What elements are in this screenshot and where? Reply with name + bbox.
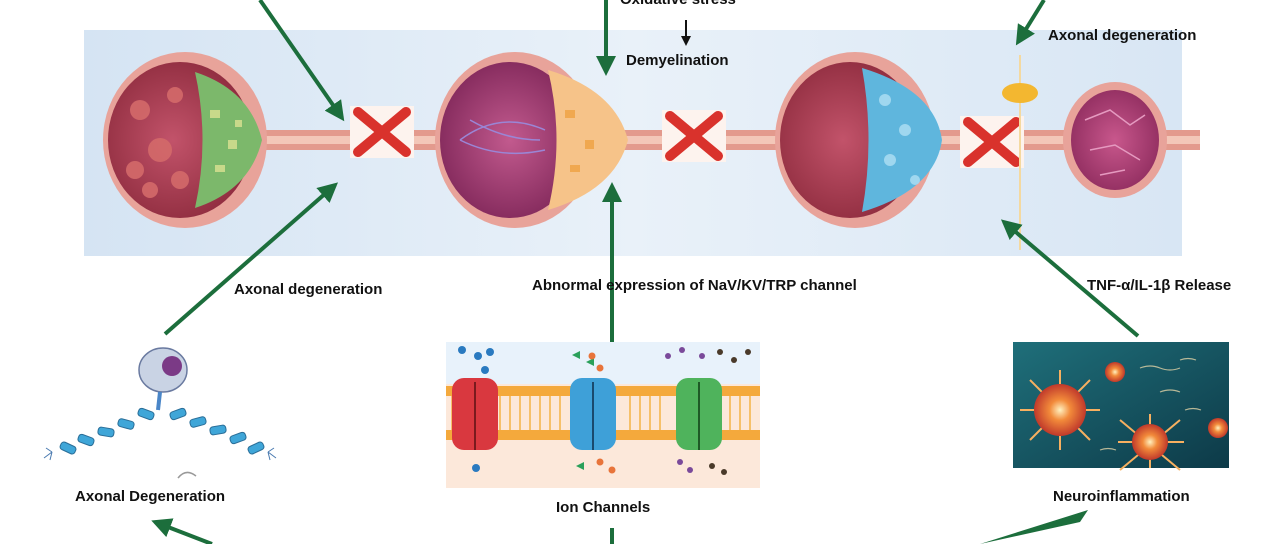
arrow-axonal-left [163, 182, 339, 336]
panel-title-neuroinflammation: Neuroinflammation [1053, 488, 1190, 505]
neuron-cell-icon [43, 347, 277, 479]
nerve-terminal [1063, 82, 1167, 198]
label-cytokine-release: TNF-α/IL-1β Release [1087, 277, 1232, 294]
panel-title-ion-channels: Ion Channels [556, 499, 651, 516]
nerve-segment-3 [775, 52, 942, 228]
label-axonal-degeneration-top: Axonal degeneration [1048, 27, 1197, 44]
label-channel-expression: Abnormal expression of NaV/KV/TRP channe… [532, 277, 857, 294]
spark-icon [1002, 55, 1038, 250]
nerve-segment-1 [103, 52, 267, 228]
nerve-segment-2 [435, 52, 628, 228]
label-demyelination: Demyelination [626, 52, 729, 69]
arrow-topright [1015, 0, 1046, 46]
arrow-inflammation [1000, 219, 1140, 338]
ion-channel-icon [446, 342, 760, 488]
arrow-bottom-right [980, 510, 1088, 544]
label-oxidative-stress: Oxidative stress [620, 0, 736, 8]
arrow-topleft [258, 0, 345, 122]
arrow-bottom-left [151, 518, 213, 544]
panel-title-axonal-degeneration: Axonal Degeneration [75, 488, 226, 505]
inflammation-cell-icon [1013, 342, 1229, 471]
label-axonal-degeneration-left: Axonal degeneration [234, 281, 383, 298]
